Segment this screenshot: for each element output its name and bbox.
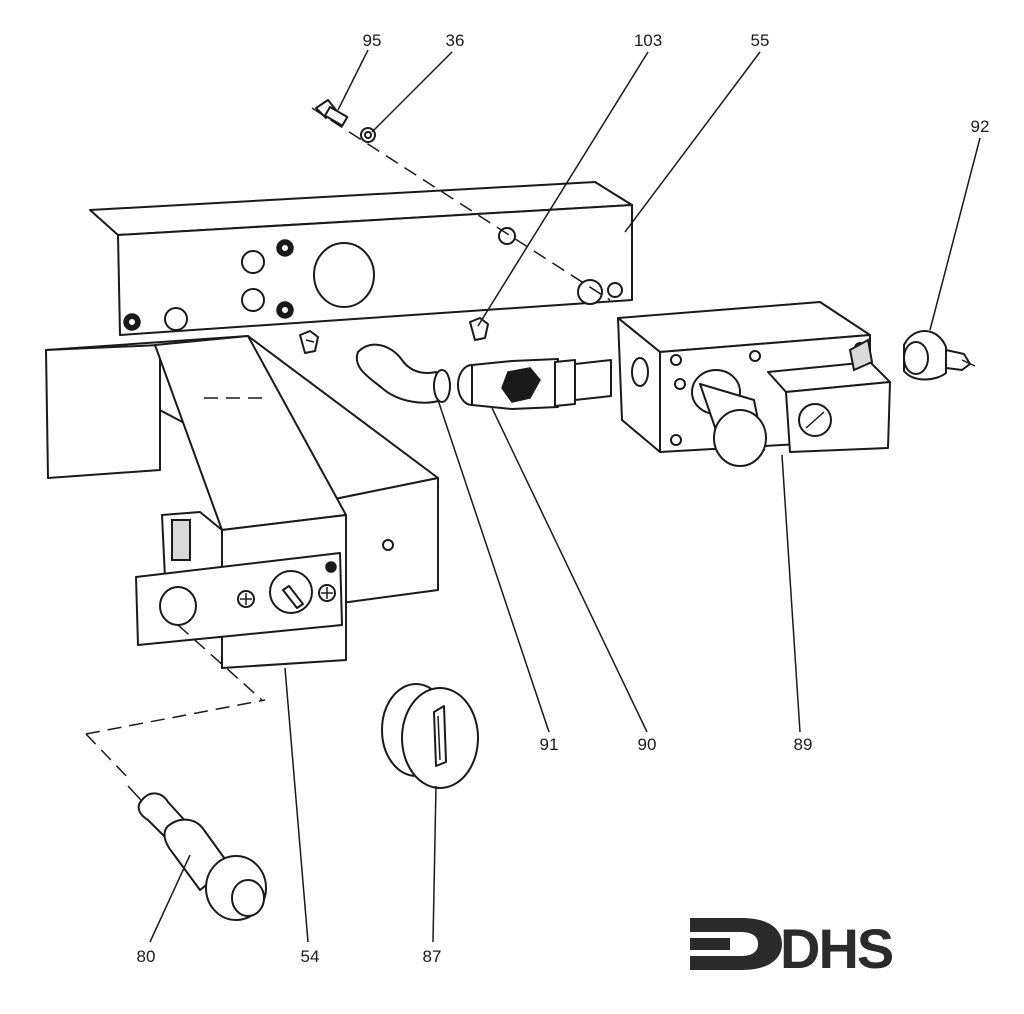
clip-part-103 xyxy=(469,317,489,341)
leader-103 xyxy=(477,51,649,327)
cap-part-87 xyxy=(381,683,479,789)
mounting-bracket-part-55 xyxy=(89,181,633,336)
front-plate xyxy=(135,552,343,646)
leader-92 xyxy=(929,137,981,331)
callout-90: 90 xyxy=(638,735,657,754)
connector-part-92 xyxy=(903,330,976,381)
callout-55: 55 xyxy=(751,31,770,50)
leader-95 xyxy=(337,49,369,111)
gas-valve-part-89 xyxy=(617,301,891,467)
dhs-logo-mark-icon xyxy=(690,918,782,970)
dhs-logo: DHS xyxy=(690,917,895,980)
callout-54: 54 xyxy=(301,947,320,966)
leader-87 xyxy=(432,785,437,943)
logo-text: DHS xyxy=(780,917,893,980)
leader-90 xyxy=(491,407,648,733)
pilot-burner-part-80 xyxy=(127,785,267,921)
valve-fitting-part-90 xyxy=(457,358,612,410)
alignment-line-bolt xyxy=(311,107,611,301)
leader-54 xyxy=(284,667,309,943)
callout-95: 95 xyxy=(363,31,382,50)
leader-80 xyxy=(149,854,191,943)
callout-91: 91 xyxy=(540,735,559,754)
leader-91 xyxy=(437,399,550,733)
elbow-fitting-part-91 xyxy=(355,343,451,404)
clip-left xyxy=(299,330,319,354)
bolt-part-95 xyxy=(315,99,349,127)
callout-103: 103 xyxy=(634,31,662,50)
alignment-line-pilot xyxy=(85,699,266,735)
callout-87: 87 xyxy=(423,947,442,966)
alignment-line-pilot-2 xyxy=(85,733,131,781)
callout-36: 36 xyxy=(446,31,465,50)
callout-80: 80 xyxy=(137,947,156,966)
leader-89 xyxy=(781,454,801,733)
leader-36 xyxy=(371,51,453,133)
alignment-line-plate xyxy=(177,624,263,701)
callout-89: 89 xyxy=(794,735,813,754)
leader-55 xyxy=(624,51,761,233)
callout-92: 92 xyxy=(971,117,990,136)
